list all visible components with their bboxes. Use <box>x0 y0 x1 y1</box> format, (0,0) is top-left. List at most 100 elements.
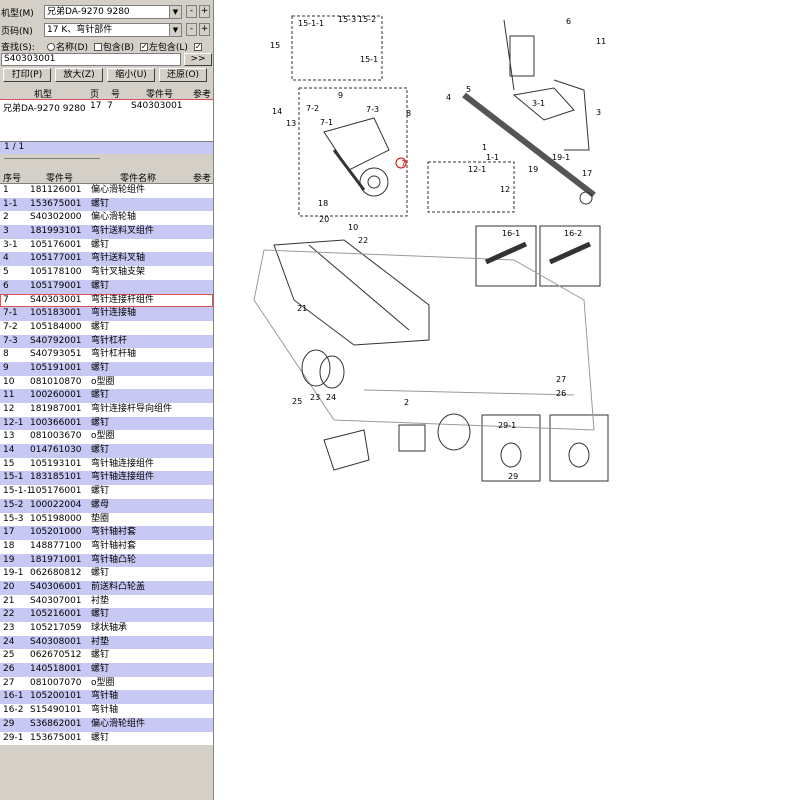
parts-cell-seq: 10 <box>3 376 15 387</box>
page-minus-button[interactable]: - <box>186 23 197 36</box>
parts-cell-partno: 181126001 <box>30 185 82 195</box>
page-select-value: 17 K、弯针部件 <box>47 25 113 35</box>
zoom-out-button[interactable]: 缩小(U) <box>107 68 155 82</box>
callout-label: 29 <box>508 472 518 481</box>
results-header-ref: 参考 <box>193 90 212 100</box>
parts-cell-seq: 19-1 <box>3 568 24 579</box>
parts-cell-name: 螺钉 <box>91 650 110 661</box>
model-plus-button[interactable]: + <box>199 5 210 18</box>
chevron-down-icon[interactable]: ▼ <box>169 6 181 18</box>
parts-cell-partno: 148877100 <box>30 540 82 551</box>
page-select[interactable]: 17 K、弯针部件 ▼ <box>44 23 182 37</box>
parts-cell-seq: 15-2 <box>3 499 24 510</box>
parts-cell-partno: 081007070 <box>30 677 82 688</box>
parts-cell-partno: 081010870 <box>30 376 82 387</box>
model-minus-button[interactable]: - <box>186 5 197 18</box>
parts-cell-seq: 3 <box>3 226 9 237</box>
callout-label: 24 <box>326 393 336 402</box>
zoom-in-button[interactable]: 放大(Z) <box>55 68 103 82</box>
search-go-button[interactable]: >> <box>184 53 212 66</box>
callout-label: 12 <box>500 185 510 194</box>
splitter[interactable] <box>4 158 100 159</box>
callout-label: 7-3 <box>366 105 379 114</box>
parts-cell-name: 弯针轴连接组件 <box>91 458 155 469</box>
parts-cell-name: 弯针连接杆组件 <box>91 294 155 305</box>
page-plus-button[interactable]: + <box>199 23 210 36</box>
parts-cell-name: 螺钉 <box>91 732 110 743</box>
restore-button[interactable]: 还原(O) <box>159 68 207 82</box>
callout-label: 1 <box>482 143 487 152</box>
parts-cell-partno: S40302000 <box>30 212 82 223</box>
results-header-no: 号 <box>111 90 121 100</box>
contains-checkbox[interactable] <box>93 42 102 51</box>
parts-cell-seq: 4 <box>3 253 9 264</box>
model-select[interactable]: 兄弟DA-9270 9280 ▼ <box>44 5 182 19</box>
chevron-down-icon[interactable]: ▼ <box>169 24 181 36</box>
left-contains-checkbox[interactable]: ✓ <box>139 41 148 51</box>
parts-cell-seq: 11 <box>3 390 15 401</box>
callout-label: 3 <box>596 108 601 117</box>
print-button[interactable]: 打印(P) <box>3 68 51 82</box>
callout-label: 15-1 <box>360 55 378 64</box>
parts-cell-partno: 181987001 <box>30 404 82 414</box>
parts-cell-seq: 9 <box>3 362 9 373</box>
callout-label: 4 <box>446 93 451 102</box>
extra-checkbox[interactable]: ✓ <box>193 41 202 51</box>
highlight-marker-7 <box>395 157 407 169</box>
parts-cell-seq: 15-1 <box>3 472 24 483</box>
results-row[interactable]: 兄弟DA-9270 9280 17 7 S40303001 <box>0 99 213 114</box>
name-radio[interactable] <box>47 42 55 51</box>
results-header-partno: 零件号 <box>146 90 174 100</box>
parts-cell-partno: S15490101 <box>30 705 82 716</box>
callout-label: 16-2 <box>564 229 582 238</box>
box-16-1 <box>475 225 537 287</box>
search-input[interactable]: S40303001 <box>1 53 181 66</box>
callout-label: 20 <box>319 215 329 224</box>
results-cell-page: 17 <box>90 101 102 111</box>
callout-label: 10 <box>348 223 358 232</box>
callout-label: 26 <box>556 389 566 398</box>
